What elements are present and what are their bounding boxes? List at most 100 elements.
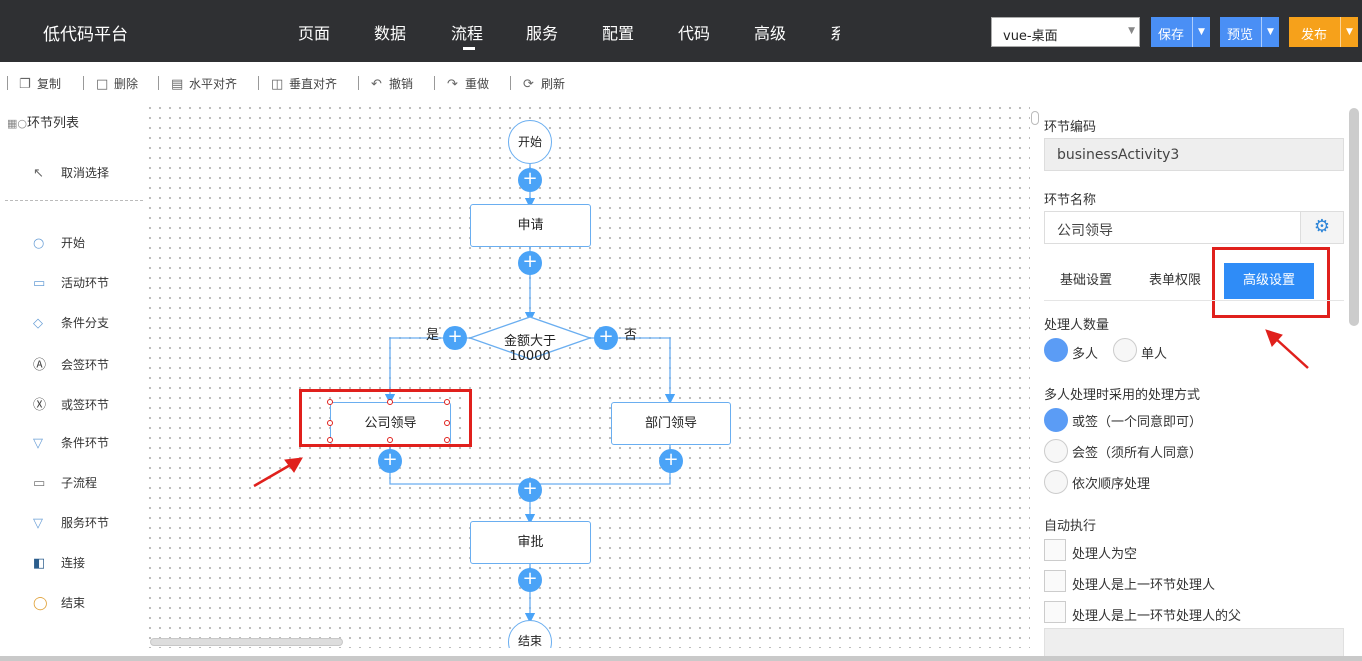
align-vertical-label: 垂直对齐 <box>289 77 338 91</box>
radio-single-person[interactable] <box>1113 338 1137 362</box>
add-node-plus-icon[interactable]: + <box>378 449 402 473</box>
resize-handle[interactable] <box>444 399 450 405</box>
triangle-down-icon: ▽ <box>33 436 43 451</box>
palette-item-or-sign[interactable]: Ⓧ 或签环节 <box>33 394 109 413</box>
platform-select[interactable]: vue-桌面 ▼ <box>991 17 1140 47</box>
radio-countersign-label: 会签（须所有人同意） <box>1072 446 1203 461</box>
palette-title-text: 环节列表 <box>27 116 80 131</box>
align-horizontal-tool[interactable]: ▤水平对齐 <box>171 75 237 92</box>
nav-service[interactable]: 服务 <box>526 24 559 43</box>
checkbox-handler-empty[interactable] <box>1044 539 1066 561</box>
add-node-plus-icon[interactable]: + <box>443 326 467 350</box>
flow-canvas[interactable]: 开始 + 申请 + 金额大于10000 + + 是 否 公司领导 部门领导 + … <box>145 103 1030 648</box>
main-nav: 页面 数据 流程 服务 配置 代码 高级 系 <box>280 0 840 62</box>
node-name-label: 环节名称 <box>1044 193 1097 208</box>
palette-item-condition[interactable]: ▽条件环节 <box>33 434 109 451</box>
approve-node[interactable]: 审批 <box>470 521 591 564</box>
resize-handle[interactable] <box>327 437 333 443</box>
add-node-plus-icon[interactable]: + <box>518 168 542 192</box>
resize-handle[interactable] <box>327 420 333 426</box>
add-node-plus-icon[interactable]: + <box>518 478 542 502</box>
auto-exec-label: 自动执行 <box>1044 519 1097 534</box>
deselect-tool[interactable]: ↖取消选择 <box>33 164 109 181</box>
radio-multi-person[interactable] <box>1044 338 1068 362</box>
palette-divider <box>5 200 143 201</box>
palette-item-label: 活动环节 <box>61 276 110 290</box>
condition-node[interactable]: 金额大于10000 <box>503 334 556 364</box>
apply-node[interactable]: 申请 <box>470 204 591 247</box>
palette-item-service[interactable]: ▽服务环节 <box>33 514 109 531</box>
arrow-to-tab <box>1274 337 1309 369</box>
radio-sequential[interactable] <box>1044 470 1068 494</box>
nav-advanced[interactable]: 高级 <box>754 24 787 43</box>
palette-item-label: 条件分支 <box>61 316 110 330</box>
palette-item-subprocess[interactable]: ▭子流程 <box>33 474 97 491</box>
nav-page[interactable]: 页面 <box>298 24 331 43</box>
resize-handle[interactable] <box>444 420 450 426</box>
palette-item-connect[interactable]: ◧连接 <box>33 554 85 571</box>
copy-icon: ❐ <box>19 77 31 92</box>
diamond-icon: ◇ <box>33 316 43 331</box>
toolbar: ❐ 复制 □删除 ▤水平对齐 ◫垂直对齐 ↶撤销 ↷重做 ⟳刷新 <box>0 62 1362 102</box>
radio-or-sign[interactable] <box>1044 408 1068 432</box>
canvas-horizontal-scrollbar[interactable] <box>150 638 343 646</box>
circle-x-icon: Ⓧ <box>33 398 47 413</box>
palette-item-start[interactable]: ○开始 <box>33 234 85 251</box>
checkbox-handler-previous-parent-label: 处理人是上一环节处理人的父 <box>1072 609 1242 624</box>
publish-dropdown-arrow-icon[interactable]: ▼ <box>1340 17 1358 47</box>
end-node[interactable]: 结束 <box>508 620 552 648</box>
preview-dropdown-arrow-icon[interactable]: ▼ <box>1261 17 1279 47</box>
delete-tool[interactable]: □删除 <box>96 75 138 92</box>
add-node-plus-icon[interactable]: + <box>518 568 542 592</box>
panel-scroll-handle[interactable] <box>1031 111 1039 125</box>
save-button[interactable]: 保存 ▼ <box>1151 17 1210 47</box>
gear-icon[interactable]: ⚙ <box>1300 211 1344 244</box>
brand-title: 低代码平台 <box>43 25 128 45</box>
palette-item-label: 子流程 <box>61 476 98 490</box>
palette-item-activity[interactable]: ▭活动环节 <box>33 274 109 291</box>
align-vertical-tool[interactable]: ◫垂直对齐 <box>271 75 337 92</box>
resize-handle[interactable] <box>327 399 333 405</box>
publish-button-label: 发布 <box>1301 28 1328 43</box>
nav-system[interactable]: 系 <box>830 24 840 43</box>
checkbox-handler-previous-parent[interactable] <box>1044 601 1066 623</box>
publish-button[interactable]: 发布 ▼ <box>1289 17 1358 47</box>
toolbar-separator <box>258 76 259 90</box>
copy-label: 复制 <box>37 77 62 91</box>
radio-sequential-label: 依次顺序处理 <box>1072 477 1151 492</box>
start-node[interactable]: 开始 <box>508 120 552 164</box>
nav-config[interactable]: 配置 <box>602 24 635 43</box>
tab-basic-settings[interactable]: 基础设置 <box>1060 273 1113 288</box>
nav-process[interactable]: 流程 <box>451 24 484 43</box>
handler-count-label: 处理人数量 <box>1044 318 1110 333</box>
panel-vertical-scrollbar[interactable] <box>1349 108 1359 326</box>
toolbar-separator <box>83 76 84 90</box>
properties-panel: 环节编码 businessActivity3 环节名称 公司领导 ⚙ 基础设置 … <box>1030 103 1362 661</box>
preview-button[interactable]: 预览 ▼ <box>1220 17 1279 47</box>
dept-leader-node[interactable]: 部门领导 <box>611 402 731 445</box>
checkbox-handler-previous[interactable] <box>1044 570 1066 592</box>
redo-tool[interactable]: ↷重做 <box>447 75 489 92</box>
toolbar-separator <box>158 76 159 90</box>
tab-form-permissions[interactable]: 表单权限 <box>1149 273 1202 288</box>
funnel-icon: ▽ <box>33 516 43 531</box>
add-node-plus-icon[interactable]: + <box>659 449 683 473</box>
resize-handle[interactable] <box>387 437 393 443</box>
palette-item-label: 或签环节 <box>61 398 110 412</box>
save-dropdown-arrow-icon[interactable]: ▼ <box>1192 17 1210 47</box>
radio-countersign[interactable] <box>1044 439 1068 463</box>
add-node-plus-icon[interactable]: + <box>594 326 618 350</box>
palette-item-condition-branch[interactable]: ◇ 条件分支 <box>33 314 109 331</box>
palette-item-end[interactable]: ◯结束 <box>33 594 85 611</box>
refresh-tool[interactable]: ⟳刷新 <box>523 75 565 92</box>
copy-tool[interactable]: ❐ 复制 <box>19 75 61 92</box>
add-node-plus-icon[interactable]: + <box>518 251 542 275</box>
nav-data[interactable]: 数据 <box>374 24 407 43</box>
tab-advanced-settings[interactable]: 高级设置 <box>1224 263 1314 299</box>
resize-handle[interactable] <box>444 437 450 443</box>
undo-tool[interactable]: ↶撤销 <box>371 75 413 92</box>
nav-code[interactable]: 代码 <box>678 24 711 43</box>
resize-handle[interactable] <box>387 399 393 405</box>
